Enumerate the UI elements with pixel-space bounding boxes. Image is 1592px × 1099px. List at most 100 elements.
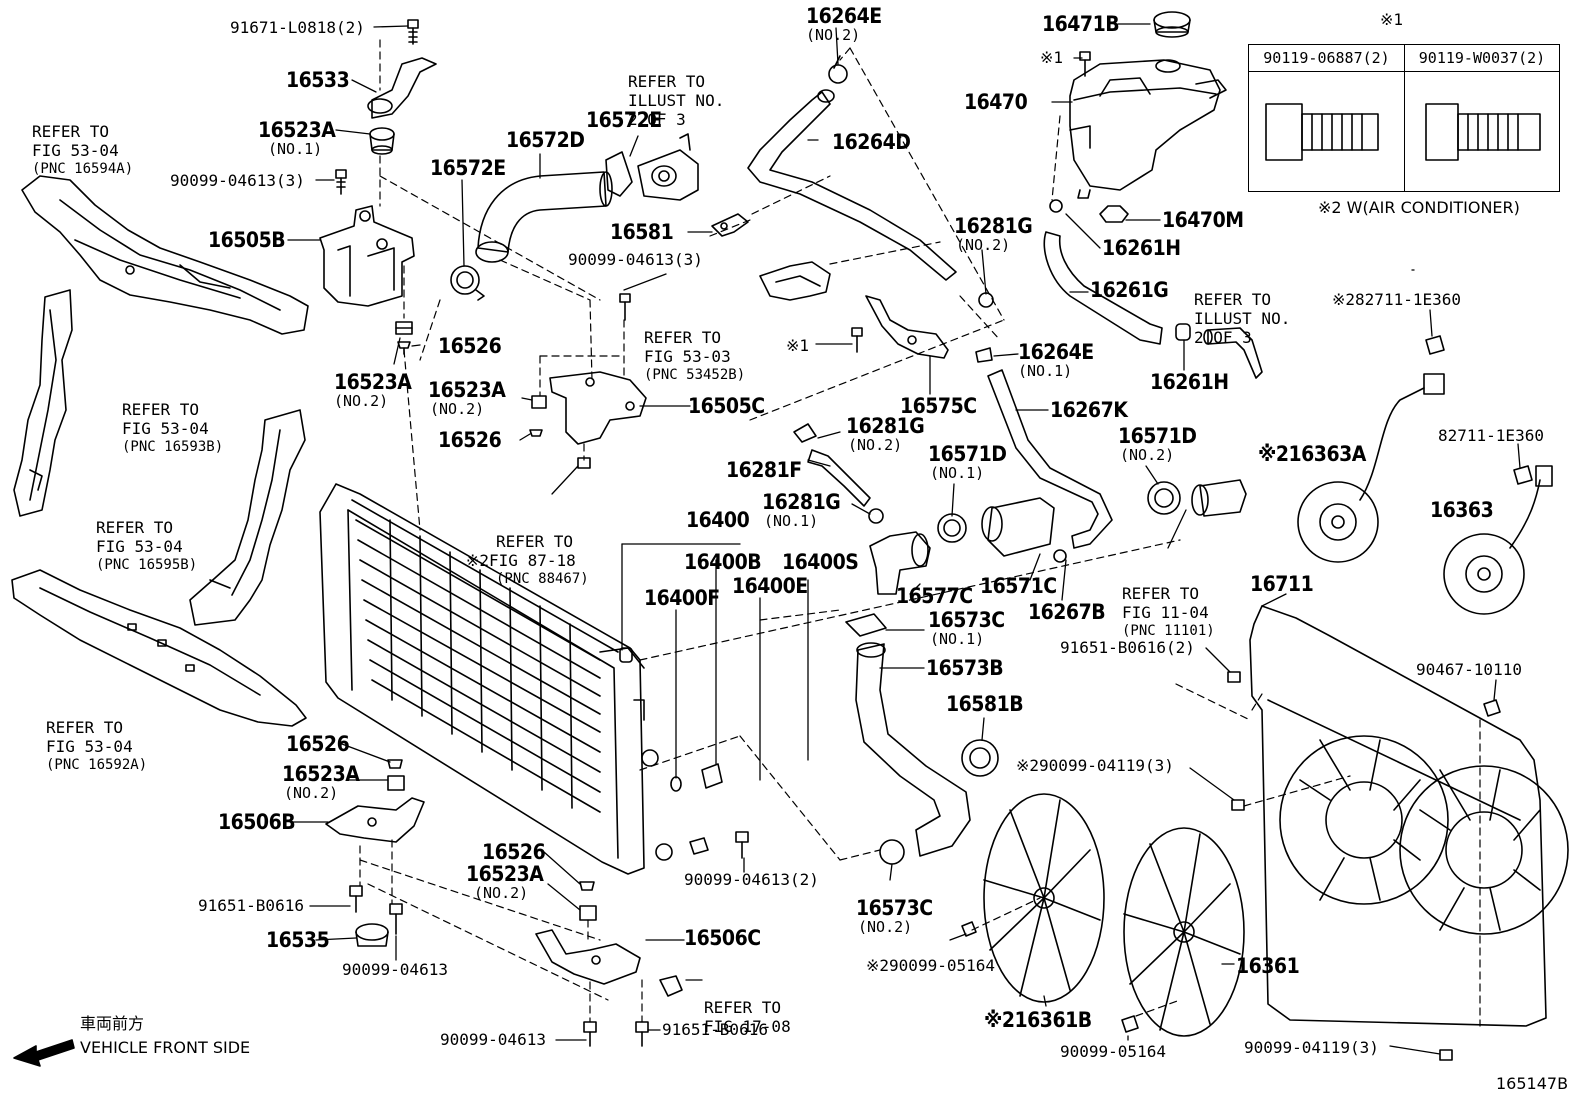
label-16572d: 16572D bbox=[506, 128, 585, 152]
label-16571d-no1: 16571D bbox=[928, 442, 1007, 466]
label-82711-a: ※282711-1E360 bbox=[1332, 290, 1461, 309]
label-16523a-b: 16523A bbox=[428, 378, 506, 402]
bracket-16505b bbox=[319, 205, 415, 307]
label-91651-2: 91651-B0616(2) bbox=[1060, 638, 1195, 657]
bolt-variant-table: 90119-06887(2) 90119-W0037(2) bbox=[1248, 44, 1560, 192]
label-16575c: 16575C bbox=[900, 394, 977, 418]
clamp-16281g-no1 bbox=[868, 508, 884, 524]
label-16523a-a: 16523A bbox=[334, 370, 412, 394]
clamp-16281g-no2-mid bbox=[793, 423, 817, 443]
clamp-16572e-b bbox=[605, 151, 633, 197]
refer-note-88467: REFER TO※2FIG 87-18(PNC 88467) bbox=[466, 532, 589, 587]
pin-16526-d bbox=[579, 881, 595, 891]
label-16573c-no2-sub: (NO.2) bbox=[858, 918, 913, 936]
bolt-90099-04119-a bbox=[1231, 799, 1245, 811]
label-16573c-no1: 16573C bbox=[928, 608, 1005, 632]
radiator-16400 bbox=[319, 483, 659, 875]
label-90099-3b: 90099-04613(3) bbox=[568, 250, 703, 269]
hose-16261g bbox=[1043, 199, 1163, 345]
label-16264d: 16264D bbox=[832, 130, 911, 154]
label-16505b: 16505B bbox=[208, 228, 286, 252]
label-16533: 16533 bbox=[286, 68, 350, 92]
pin-16526-c bbox=[387, 759, 403, 769]
jp-front-label: 車両前方 bbox=[80, 1014, 145, 1033]
label-16470m: 16470M bbox=[1162, 208, 1244, 232]
bracket-16575c bbox=[865, 295, 949, 359]
bracket-16533 bbox=[367, 57, 437, 119]
outlet-16577c bbox=[869, 531, 931, 595]
side-radiator-support-panel-right bbox=[189, 409, 306, 626]
bracket-16581 bbox=[711, 213, 749, 237]
illustration-number: 165147B bbox=[1496, 1074, 1569, 1093]
connector-82711-a bbox=[1425, 335, 1445, 355]
hose-16281f bbox=[807, 449, 871, 507]
label-16361b: ※216361B bbox=[984, 1008, 1092, 1032]
label-90099-04613-2: 90099-04613(2) bbox=[684, 870, 819, 889]
bolt-icon-w0037 bbox=[1425, 103, 1541, 161]
label-16400: 16400 bbox=[686, 508, 750, 532]
bolt-table-note: ※2 W(AIR CONDITIONER) bbox=[1318, 198, 1520, 217]
vehicle-front-side-label: VEHICLE FRONT SIDE bbox=[80, 1038, 251, 1057]
cushion-16523a-a bbox=[395, 321, 413, 335]
water-outlet bbox=[637, 133, 699, 201]
connector-82711-b bbox=[1513, 465, 1533, 485]
fan-16361b bbox=[983, 793, 1105, 1003]
bolt-91671 bbox=[407, 19, 419, 45]
cap-16471b bbox=[1153, 11, 1191, 38]
assembly-lines bbox=[359, 39, 1481, 1027]
bolt-mark1-mid bbox=[851, 327, 863, 353]
label-16400s: 16400S bbox=[782, 550, 859, 574]
label-16573b: 16573B bbox=[926, 656, 1004, 680]
label-16363a: ※216363A bbox=[1258, 442, 1366, 466]
label-16264e-no2-sub: (NO.2) bbox=[806, 26, 861, 44]
label-16581: 16581 bbox=[610, 220, 674, 244]
drain-cock-16400b bbox=[701, 763, 723, 789]
label-82711-b: 82711-1E360 bbox=[1438, 426, 1544, 445]
fan-motor-16363a bbox=[1297, 373, 1445, 563]
label-16264e-no2: 16264E bbox=[806, 4, 882, 28]
label-16281g-a-sub: (NO.2) bbox=[956, 236, 1011, 254]
label-90099-04119-b: 90099-04119(3) bbox=[1244, 1038, 1379, 1057]
label-mark1-table: ※1 bbox=[1380, 10, 1404, 29]
bolt-91651-2 bbox=[1227, 671, 1241, 683]
clamp-16261h-b bbox=[1175, 323, 1191, 341]
bolt-table-col2: 90119-W0037(2) bbox=[1418, 49, 1546, 67]
label-91651-a: 91651-B0616 bbox=[198, 896, 304, 915]
label-16571d-no1-sub: (NO.1) bbox=[930, 464, 985, 482]
label-90099-04119-a: ※290099-04119(3) bbox=[1016, 756, 1174, 775]
label-16281g-b-sub: (NO.2) bbox=[848, 436, 903, 454]
label-91671: 91671-L0818(2) bbox=[230, 18, 365, 37]
label-16523a-no1: 16523A bbox=[258, 118, 336, 142]
label-16523a-d-sub: (NO.2) bbox=[474, 884, 529, 902]
label-16281f: 16281F bbox=[726, 458, 802, 482]
bolt-90099-3b bbox=[619, 293, 631, 321]
label-16572e-a: 16572E bbox=[430, 156, 506, 180]
bracket-16506b bbox=[325, 797, 425, 843]
label-16523a-b-sub: (NO.2) bbox=[430, 400, 485, 418]
label-16535: 16535 bbox=[266, 928, 330, 952]
label-16571d-no2-sub: (NO.2) bbox=[1120, 446, 1175, 464]
label-16523a-no1-sub: (NO.1) bbox=[268, 140, 323, 158]
bolt-90099-04119-b bbox=[1439, 1049, 1453, 1061]
label-16361: 16361 bbox=[1236, 954, 1300, 978]
clip-fig-17-08 bbox=[659, 975, 683, 997]
bolt-table-col1: 90119-06887(2) bbox=[1263, 49, 1390, 67]
label-16281g-b: 16281G bbox=[846, 414, 925, 438]
label-16264e-no1: 16264E bbox=[1018, 340, 1094, 364]
label-16577c: 16577C bbox=[896, 584, 973, 608]
label-16526-c: 16526 bbox=[286, 732, 350, 756]
label-16471b: 16471B bbox=[1042, 12, 1120, 36]
label-16571c: 16571C bbox=[980, 574, 1057, 598]
label-90099-05164-b: 90099-05164 bbox=[1060, 1042, 1166, 1061]
label-16267b: 16267B bbox=[1028, 600, 1106, 624]
label-16267k: 16267K bbox=[1050, 398, 1128, 422]
label-16526-a: 16526 bbox=[438, 334, 502, 358]
label-16573c-no2: 16573C bbox=[856, 896, 933, 920]
